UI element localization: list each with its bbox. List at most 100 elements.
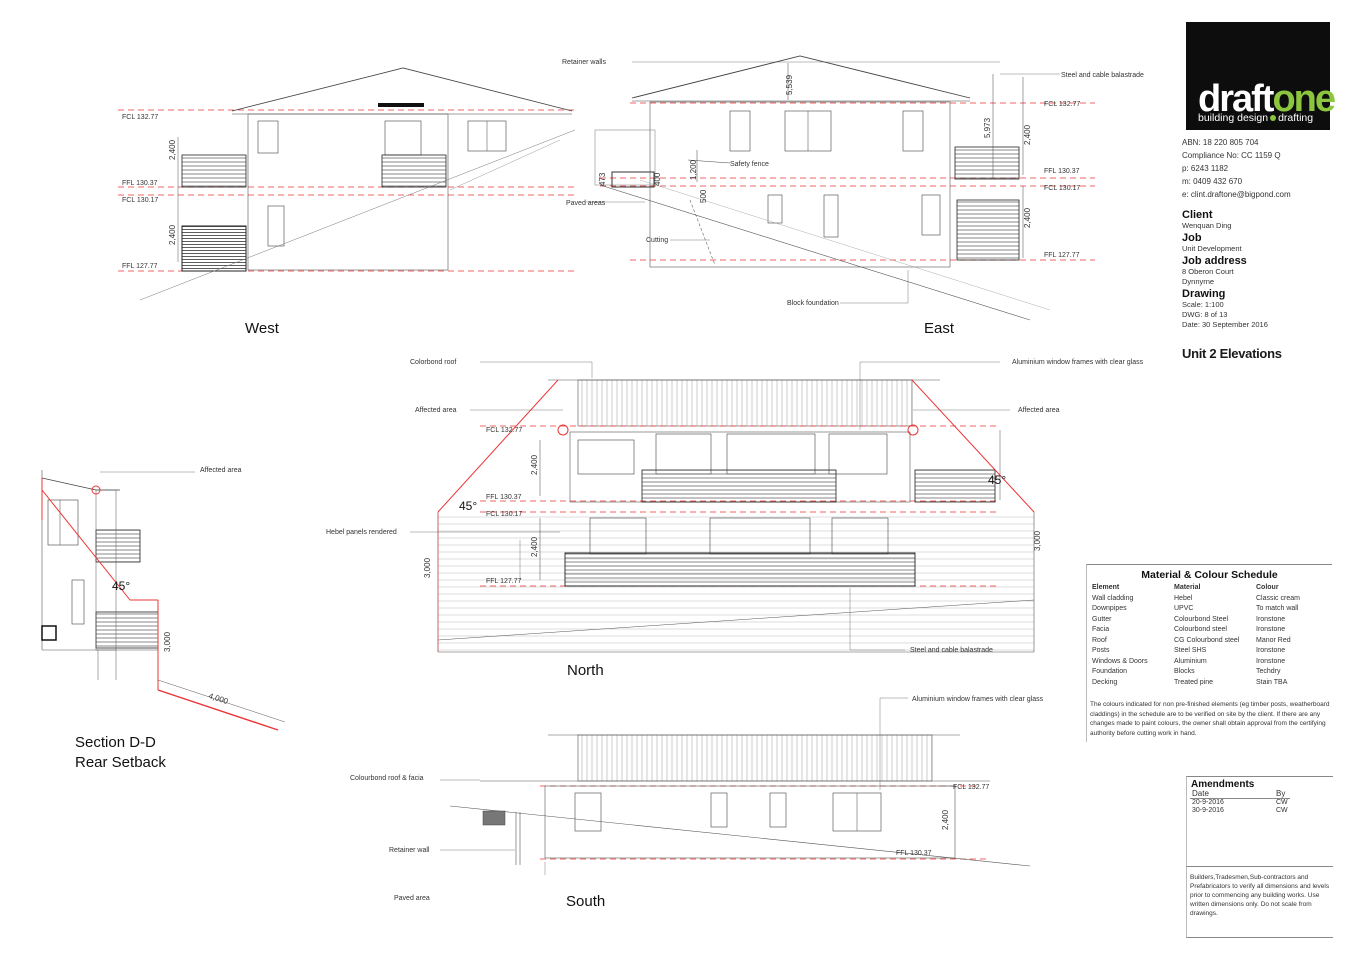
section-affected-area: Affected area (200, 467, 242, 474)
cell: Wall cladding (1092, 594, 1134, 602)
view-title-section: Section D-D (75, 734, 156, 751)
north-fcl-132-77: FCL 132.77 (486, 427, 522, 434)
amendments-header: By (1276, 789, 1286, 798)
north-dim-2400-lower: 2,400 (530, 536, 539, 557)
east-fcl-130-17: FCL 130.17 (1044, 185, 1080, 192)
cell: Downpipes (1092, 605, 1127, 612)
cell: Ironstone (1256, 626, 1286, 633)
cell: Decking (1092, 678, 1118, 686)
table-row: Foundation Blocks Techdry (1090, 667, 1302, 678)
west-fcl-130-17: FCL 130.17 (122, 197, 158, 204)
east-dim-1200: 1,200 (689, 159, 698, 180)
mobile: m: 0409 432 670 (1182, 177, 1243, 186)
address-line-2: Dynnyrne (1182, 277, 1215, 286)
west-elevation (118, 67, 576, 301)
cell: Blocks (1174, 668, 1195, 675)
material-colour-schedule: Material & Colour Schedule Element Mater… (1086, 564, 1332, 742)
north-fcl-130-17: FCL 130.17 (486, 511, 522, 518)
logo-tag-a: building design (1198, 112, 1269, 124)
east-ffl-130-37: FFL 130.37 (1044, 168, 1080, 175)
north-dim-2400-upper: 2,400 (530, 454, 539, 475)
north-steel-cable: Steel and cable balastrade (910, 647, 993, 654)
cell: Ironstone (1256, 647, 1286, 654)
section-dim-3000: 3,000 (163, 631, 172, 652)
east-dim-5973: 5,973 (983, 117, 992, 138)
schedule-table: Element Material Colour Wall cladding Heb… (1090, 583, 1302, 688)
cell: 20-9-2016 (1192, 799, 1224, 806)
view-title-north: North (567, 662, 604, 679)
west-ffl-130-37: FFL 130.37 (122, 180, 158, 187)
drawing-number: DWG: 8 of 13 (1182, 310, 1228, 319)
cell: UPVC (1174, 605, 1194, 612)
south-aluminium-windows: Aluminium window frames with clear glass (912, 696, 1044, 703)
table-row: Facia Colourbond steel Ironstone (1090, 625, 1302, 636)
logo-one: one (1272, 78, 1336, 120)
abn: ABN: 18 220 805 704 (1182, 138, 1259, 147)
schedule-header: Material (1174, 584, 1201, 591)
cell: CW (1276, 799, 1288, 806)
east-safety-fence: Safety fence (730, 161, 769, 168)
east-steel-cable: Steel and cable balastrade (1061, 72, 1144, 79)
east-block-foundation: Block foundation (787, 300, 839, 307)
north-ffl-127-77: FFL 127.77 (486, 578, 522, 585)
address-line-1: 8 Oberon Court (1182, 267, 1234, 276)
job-heading: Job (1182, 232, 1202, 244)
cell: Treated pine (1174, 678, 1214, 686)
cell: Colourbond steel (1174, 626, 1227, 633)
cell: CG Colourbond steel (1174, 636, 1240, 644)
east-dim-473: 473 (598, 172, 607, 186)
view-title-section-sub: Rear Setback (75, 754, 166, 771)
drawing-date: Date: 30 September 2016 (1182, 320, 1268, 329)
north-angle-right: 45° (988, 473, 1006, 487)
cell: Facia (1092, 626, 1110, 633)
east-dim-500: 500 (699, 189, 708, 203)
south-retainer-wall: Retainer wall (389, 847, 430, 854)
west-dim-2400-upper: 2,400 (168, 139, 177, 160)
amendments-header: Date (1192, 789, 1209, 798)
job-value: Unit Development (1182, 244, 1242, 253)
drawing-heading: Drawing (1182, 288, 1226, 300)
cell: Hebel (1174, 594, 1193, 602)
cell: Windows & Doors (1092, 657, 1148, 665)
schedule-title: Material & Colour Schedule (1141, 569, 1278, 581)
client-value: Wenquan Ding (1182, 221, 1232, 230)
cell: Foundation (1092, 668, 1128, 675)
sheet-title: Unit 2 Elevations (1182, 346, 1282, 361)
schedule-header: Element (1092, 584, 1120, 591)
south-elevation (440, 697, 1031, 875)
view-title-east: East (924, 320, 955, 337)
east-elevation (585, 55, 1095, 321)
north-dim-3000-left: 3,000 (423, 557, 432, 578)
north-hebel-panels: Hebel panels rendered (326, 529, 397, 536)
west-fcl-132-77: FCL 132.77 (122, 114, 158, 121)
address-heading: Job address (1182, 255, 1247, 267)
amendments-title: Amendments (1191, 779, 1255, 790)
east-dim-5539: 5,539 (785, 74, 794, 95)
cell: Roof (1092, 636, 1107, 644)
section-angle: 45° (112, 579, 130, 593)
north-affected-area-left: Affected area (415, 407, 457, 414)
table-row: 30-9-2016 CW (1190, 807, 1290, 815)
schedule-header: Colour (1256, 584, 1279, 591)
east-dim-2400-upper: 2,400 (1023, 124, 1032, 145)
east-fcl-132-77: FCL 132.77 (1044, 101, 1080, 108)
phone: p: 6243 1182 (1182, 164, 1229, 173)
south-ffl-130-37: FFL 130.37 (896, 850, 932, 857)
cell: Ironstone (1256, 657, 1286, 665)
north-ffl-130-37: FFL 130.37 (486, 494, 522, 501)
builders-note-box: Builders,Tradesmen,Sub-contractors and P… (1186, 866, 1333, 938)
cell: Steel SHS (1174, 647, 1207, 654)
cell: Techdry (1256, 668, 1281, 675)
cell: 30-9-2016 (1192, 807, 1224, 814)
view-title-south: South (566, 893, 605, 910)
cell: CW (1276, 807, 1288, 814)
cell: Ironstone (1256, 615, 1286, 623)
client-heading: Client (1182, 209, 1213, 221)
